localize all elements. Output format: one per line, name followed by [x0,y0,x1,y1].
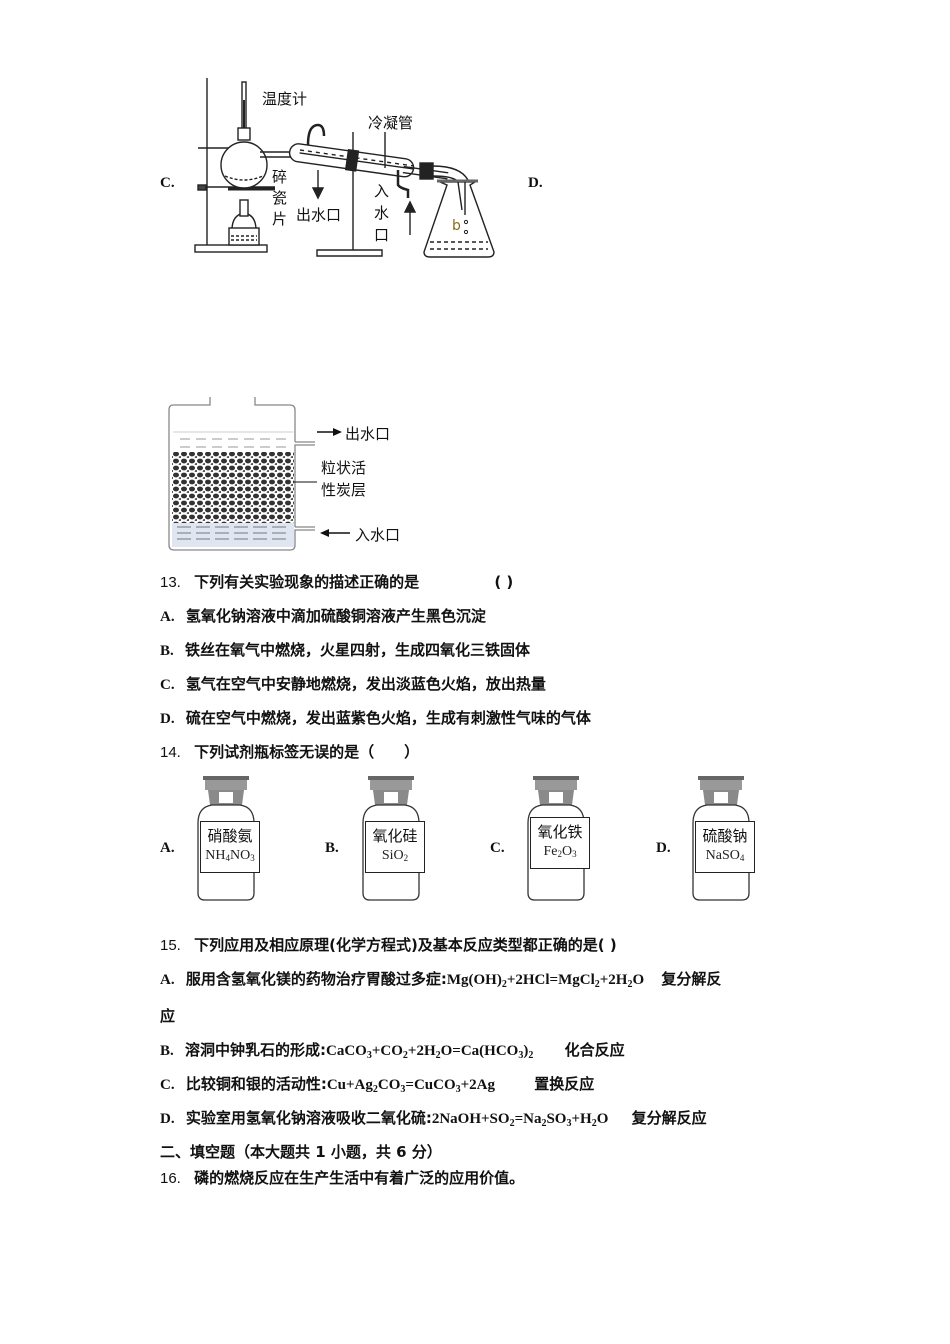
thermometer-label: 温度计 [262,90,308,108]
q13-option-b: B. 铁丝在氧气中燃烧，火星四射，生成四氧化三铁固体 [160,641,531,659]
carbon-layer-label-2: 性炭层 [321,481,367,499]
option-a-letter: A. [160,840,175,856]
question-13-stem: 13. 下列有关实验现象的描述正确的是 ( ) [160,572,513,593]
water-inlet-label-2: 水 [374,204,390,222]
answer-blank: ( ) [494,573,514,591]
reaction-type: 置换反应 [534,1075,595,1093]
bottle-label: 氧化铁 Fe2O3 [530,817,590,869]
carbon-filter-drawing [168,397,350,551]
bottle-label: 硝酸氨 NH4NO3 [200,821,260,873]
option-b-letter: B. [325,840,339,856]
question-number: 15. [160,937,181,954]
distillation-apparatus-drawing [194,78,495,258]
q15-option-b: B. 溶洞中钟乳石的形成:CaCO3+CO2+2H2O=Ca(HCO3)2 化合… [160,1041,625,1061]
condenser-label: 冷凝管 [368,114,414,132]
bottle-label: 硫酸钠 NaSO4 [695,821,755,873]
water-inlet-label-1: 入 [374,182,390,200]
filter-outlet-label: 出水口 [345,425,391,443]
bottle-label: 氧化硅 SiO2 [365,821,425,873]
q15-option-d: D. 实验室用氢氧化钠溶液吸收二氧化硫:2NaOH+SO2=Na2SO3+H2O… [160,1109,707,1129]
option-d-label: D. [528,175,543,191]
question-16-stem: 16. 磷的燃烧反应在生产生活中有着广泛的应用价值。 [160,1168,524,1189]
question-text: 磷的燃烧反应在生产生活中有着广泛的应用价值。 [194,1169,525,1187]
distillation-figure: C. D. [150,70,580,270]
reagent-bottle-a: 硝酸氨 NH4NO3 [190,775,270,905]
equation: 2NaOH+SO2=Na2SO3+H2O [431,1111,609,1129]
q15-option-a-wrap: 应 [160,1007,176,1025]
option-c-letter: C. [490,840,505,856]
carbon-layer-label-1: 粒状活 [321,459,367,477]
q15-option-a: A. 服用含氢氧化镁的药物治疗胃酸过多症:Mg(OH)2+2HCl=MgCl2+… [160,970,722,990]
question-text: 下列试剂瓶标签无误的是（ ） [194,743,420,761]
reaction-type: 化合反应 [564,1041,625,1059]
filter-inlet-label: 入水口 [355,526,401,544]
bottle-formula: NaSO4 [705,848,745,863]
bottle-options: A. 硝酸氨 NH4NO3 B. 氧化硅 SiO2 C. [150,770,790,910]
reagent-bottle-d: 硫酸钠 NaSO4 [685,775,765,905]
option-d-letter: D. [656,840,671,856]
bottle-formula: NH4NO3 [205,848,255,863]
equation: CaCO3+CO2+2H2O=Ca(HCO3)2 [326,1043,534,1061]
bottle-formula: Fe2O3 [543,844,577,859]
section-2-heading: 二、填空题（本大题共 1 小题，共 6 分） [160,1143,442,1161]
question-text: 下列应用及相应原理(化学方程式)及基本反应类型都正确的是( ) [194,936,617,954]
question-number: 13. [160,574,181,591]
question-text: 下列有关实验现象的描述正确的是 [194,573,420,591]
reaction-type: 复分解反 [661,970,722,988]
question-number: 16. [160,1170,181,1187]
equation: Cu+Ag2CO3=CuCO3+2Ag [326,1077,496,1095]
q15-option-c: C. 比较铜和银的活动性:Cu+Ag2CO3=CuCO3+2Ag 置换反应 [160,1075,595,1095]
q13-option-d: D. 硫在空气中燃烧，发出蓝紫色火焰，生成有刺激性气味的气体 [160,709,591,727]
q13-option-c: C. 氢气在空气中安静地燃烧，发出淡蓝色火焰，放出热量 [160,675,546,693]
question-number: 14. [160,744,181,761]
reaction-type: 复分解反应 [631,1109,707,1127]
porcelain-label-3: 片 [272,210,288,228]
porcelain-label-2: 瓷 [272,189,288,207]
bottle-formula: SiO2 [381,848,409,863]
carbon-filter-figure: 出水口 粒状活 性炭层 入水口 [165,395,415,555]
equation: Mg(OH)2+2HCl=MgCl2+2H2O [446,972,645,990]
question-15-stem: 15. 下列应用及相应原理(化学方程式)及基本反应类型都正确的是( ) [160,935,617,956]
water-outlet-label: 出水口 [296,206,342,224]
reagent-bottle-b: 氧化硅 SiO2 [355,775,435,905]
reagent-bottle-c: 氧化铁 Fe2O3 [520,775,600,905]
flask-mark-b: b [452,218,461,234]
water-inlet-label-3: 口 [374,226,390,244]
question-14-stem: 14. 下列试剂瓶标签无误的是（ ） [160,742,419,763]
option-c-label: C. [160,175,175,191]
q13-option-a: A. 氢氧化钠溶液中滴加硫酸铜溶液产生黑色沉淀 [160,607,486,625]
porcelain-label-1: 碎 [272,168,288,186]
